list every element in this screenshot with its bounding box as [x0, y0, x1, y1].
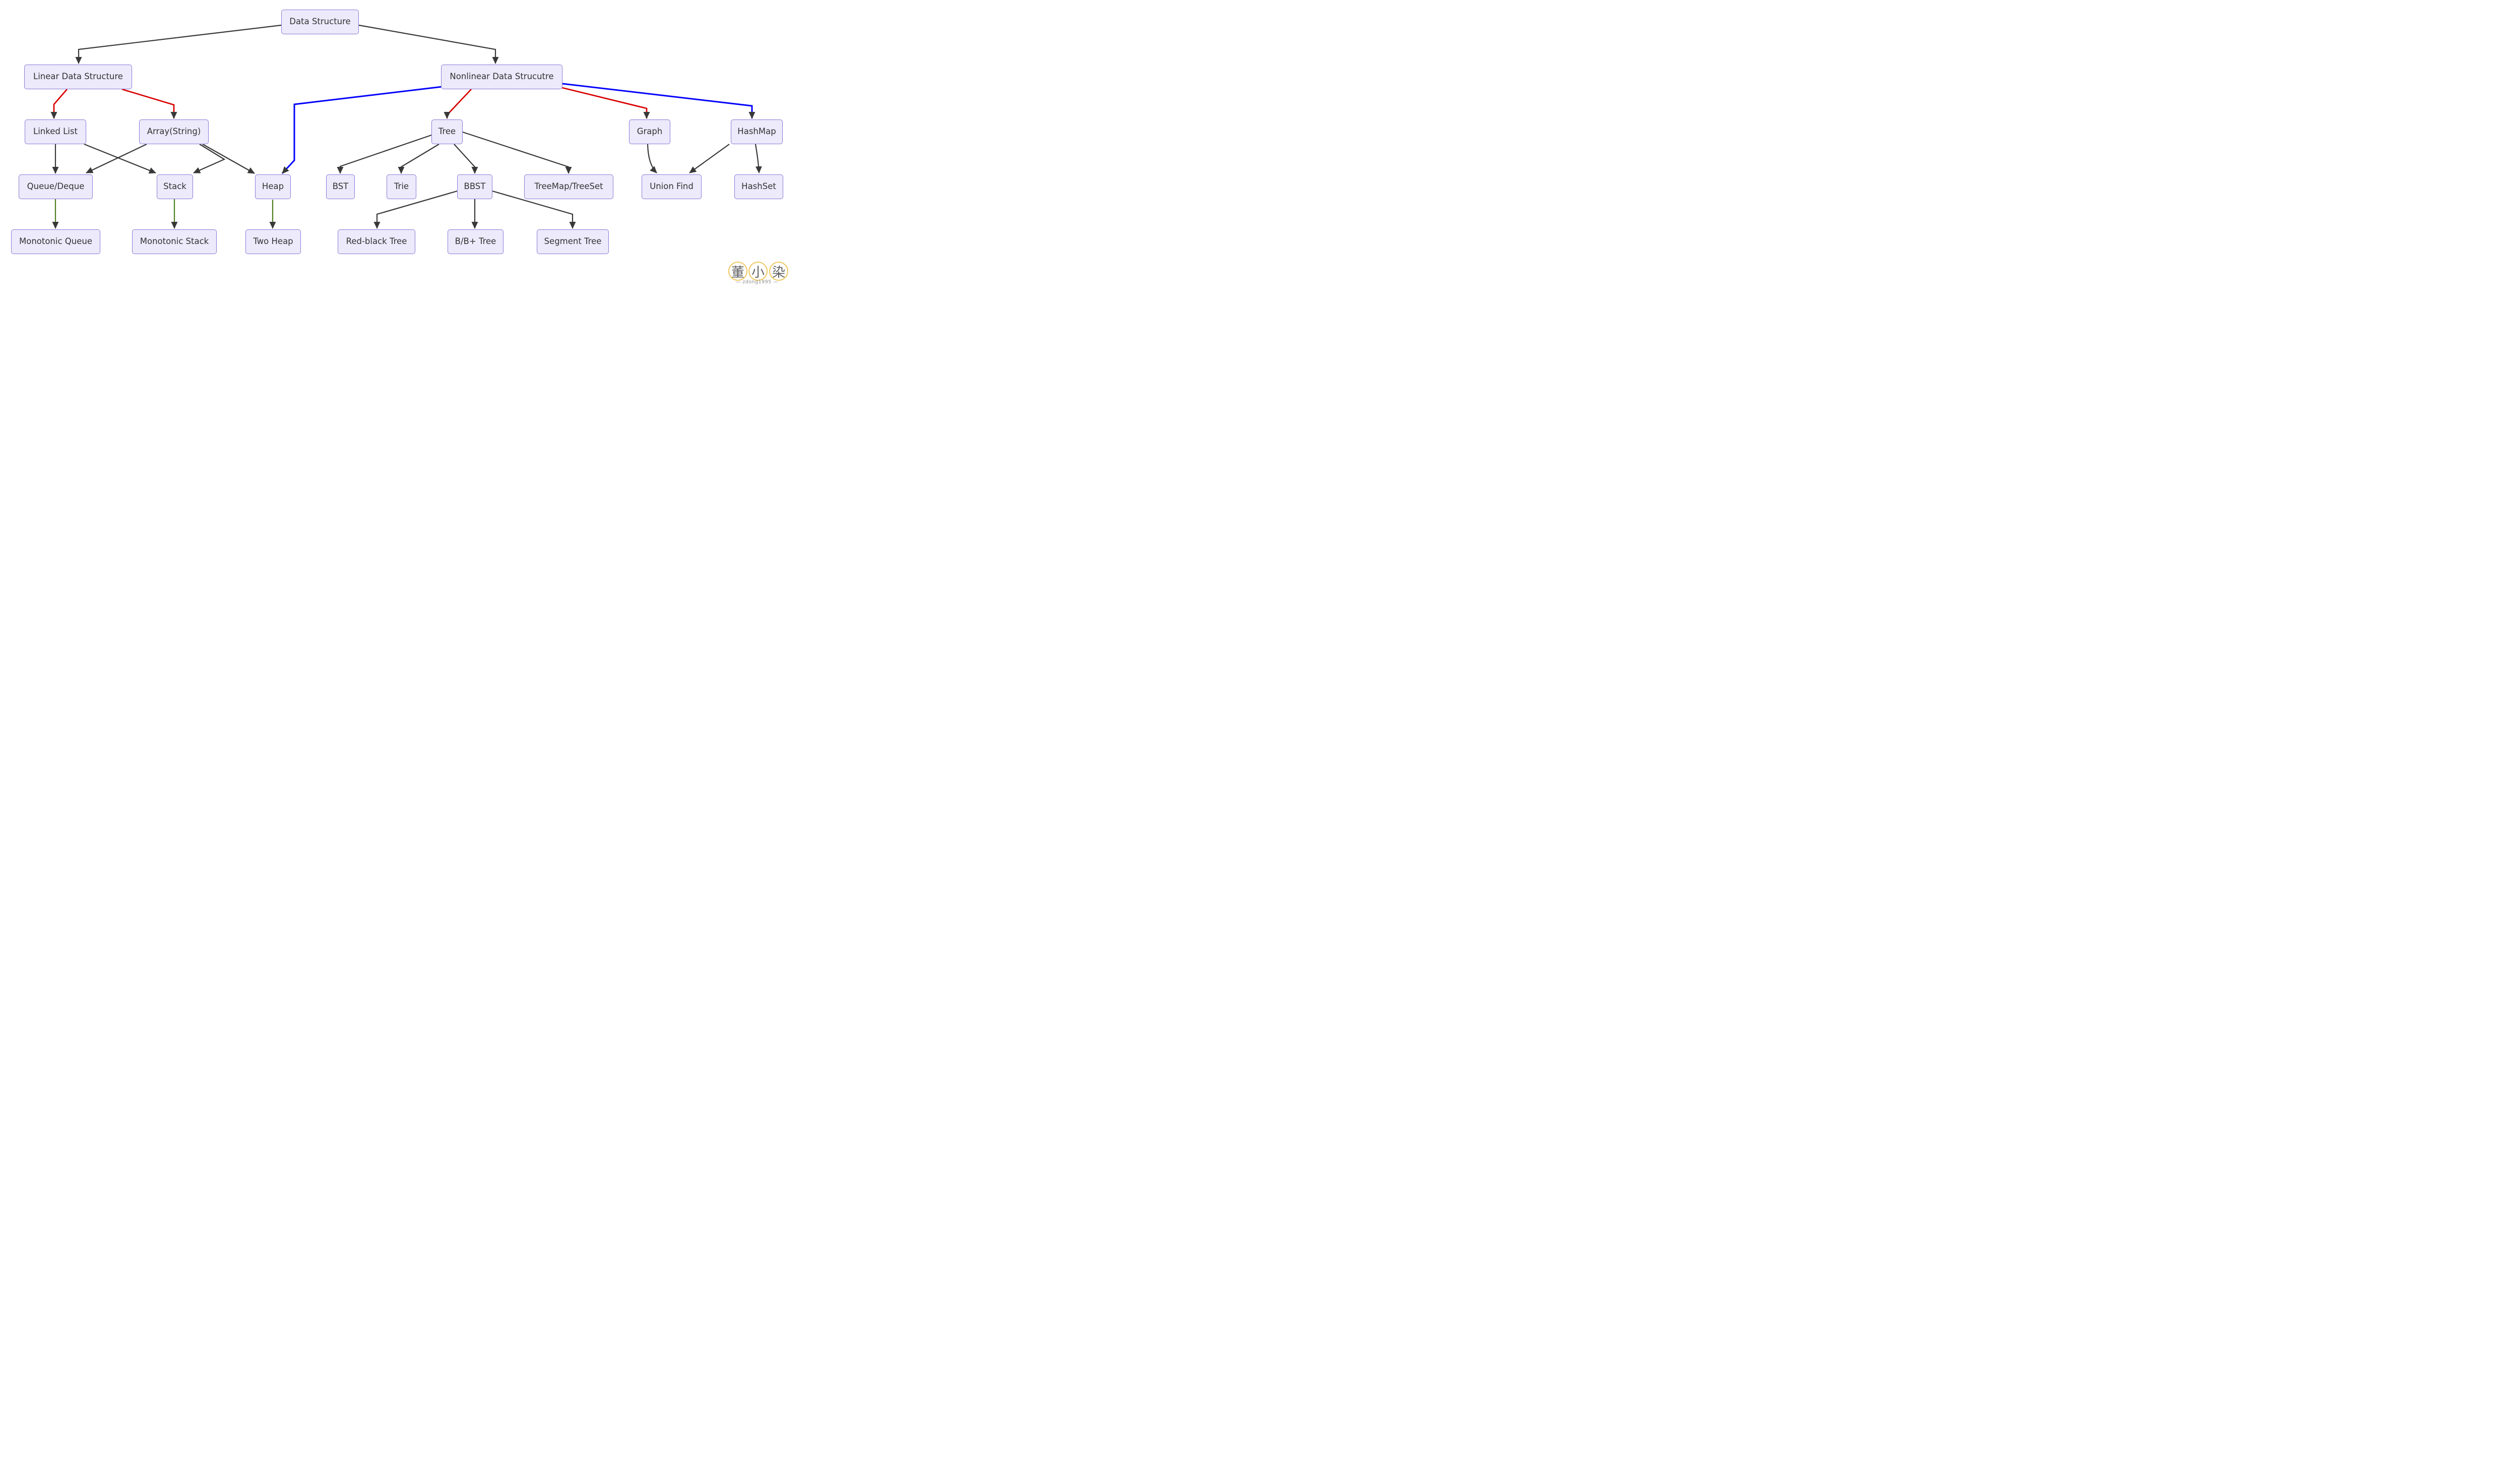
node-bb-plus-tree: B/B+ Tree: [448, 229, 503, 254]
watermark-character: 染: [772, 265, 785, 280]
edge-array-to-heap: [202, 144, 255, 174]
edge-tree-to-bst: [337, 134, 432, 174]
watermark-seal-circle: 染: [769, 262, 788, 281]
node-bbst: BBST: [457, 174, 492, 199]
watermark-seal-circle: 董: [728, 262, 747, 281]
edge-linked-list-to-stack: [84, 143, 156, 174]
node-trie: Trie: [387, 174, 416, 199]
node-two-heap: Two Heap: [245, 229, 301, 254]
edge-data-structure-to-linear: [75, 24, 282, 64]
node-linear-data-structure: Linear Data Structure: [24, 65, 132, 89]
edge-tree-to-treemap: [462, 131, 572, 174]
watermark-character: 小: [751, 265, 765, 280]
edge-nonlinear-to-tree: [444, 89, 472, 119]
edge-nonlinear-to-hashmap: [562, 83, 755, 119]
node-tree: Tree: [431, 119, 463, 144]
edge-hashmap-to-union-find: [689, 144, 730, 173]
edge-hashmap-to-hashset: [754, 144, 762, 173]
edge-linear-to-array: [121, 88, 177, 119]
edge-nonlinear-to-heap: [281, 86, 443, 174]
node-stack: Stack: [157, 174, 193, 199]
edge-linear-to-linked-list: [50, 89, 68, 119]
node-monotonic-queue: Monotonic Queue: [11, 229, 100, 254]
edge-array-to-stack: [193, 144, 226, 174]
node-union-find: Union Find: [642, 174, 702, 199]
flowchart-canvas: Data Structure Linear Data Structure Non…: [0, 0, 790, 287]
edge-data-structure-to-nonlinear: [358, 24, 499, 64]
watermark-handle: — zdong1995 —: [722, 279, 790, 285]
watermark-seal-circle: 小: [748, 262, 768, 281]
node-treemap-treeset: TreeMap/TreeSet: [524, 174, 613, 199]
node-array-string: Array(String): [139, 119, 209, 144]
node-red-black-tree: Red-black Tree: [338, 229, 415, 254]
node-segment-tree: Segment Tree: [537, 229, 609, 254]
node-hashset: HashSet: [734, 174, 783, 199]
watermark-dash: —: [773, 279, 779, 285]
node-graph: Graph: [629, 119, 670, 144]
node-bst: BST: [326, 174, 355, 199]
node-linked-list: Linked List: [25, 119, 86, 144]
node-heap: Heap: [255, 174, 291, 199]
edge-tree-to-trie: [398, 144, 439, 174]
node-hashmap: HashMap: [731, 119, 783, 144]
edge-bbst-to-red-black: [373, 190, 458, 229]
node-nonlinear-data-structure: Nonlinear Data Strucutre: [441, 65, 562, 89]
edge-array-to-queue: [86, 144, 147, 173]
node-monotonic-stack: Monotonic Stack: [132, 229, 217, 254]
watermark-dash: —: [735, 279, 741, 285]
edge-nonlinear-to-graph: [557, 86, 650, 119]
watermark-character: 董: [731, 265, 744, 280]
edge-layer: [50, 24, 762, 229]
node-queue-deque: Queue/Deque: [19, 174, 93, 199]
edge-tree-to-bbst: [454, 144, 478, 174]
watermark-handle-text: zdong1995: [742, 279, 772, 285]
edge-bbst-to-segment: [492, 190, 576, 229]
edge-graph-to-union-find: [647, 144, 657, 173]
node-data-structure: Data Structure: [281, 10, 359, 34]
